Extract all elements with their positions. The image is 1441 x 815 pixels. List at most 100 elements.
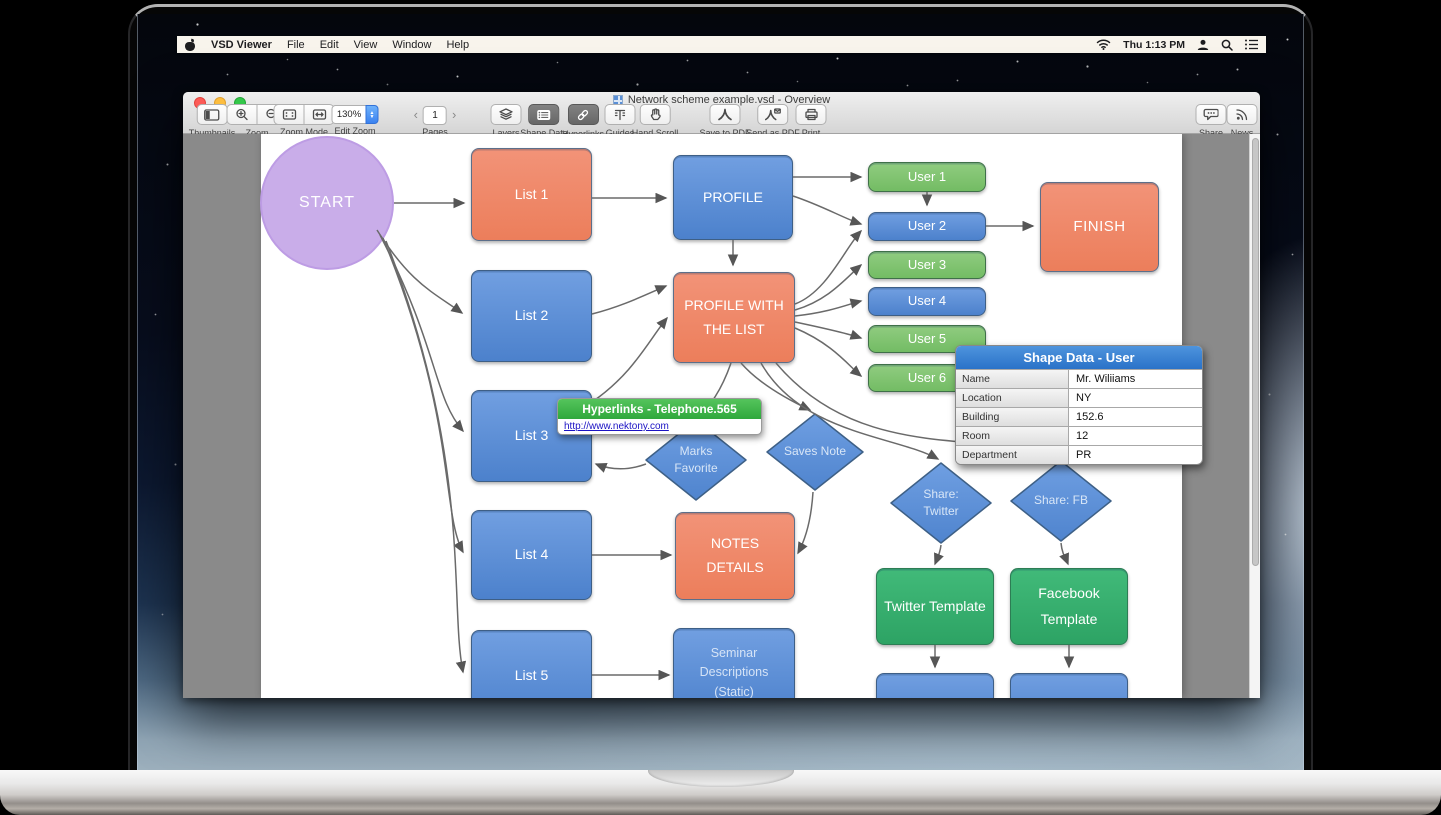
shape-list5[interactable]: List 5 [471,630,592,698]
shape-profile[interactable]: PROFILE [673,155,793,240]
shape-list2[interactable]: List 2 [471,270,592,362]
menu-help[interactable]: Help [446,38,470,51]
toolbar-group-hand-scroll: Hand Scroll [631,104,679,138]
hyperlinks-popup-title: Hyperlinks - Telephone.565 [558,399,761,419]
toolbar-group-layers: Layers [490,104,522,138]
shape-data-popup: Shape Data - User Name Mr. Wiliiams Loca… [955,345,1203,465]
shape-facebook-template[interactable]: Facebook Template [1010,568,1128,645]
shape-twitter-output[interactable] [876,673,994,698]
shape-data-row: Room 12 [956,426,1202,445]
shape-data-button[interactable] [528,104,560,125]
shape-user2[interactable]: User 2 [868,212,986,241]
zoom-mode-label: Zoom Mode [279,127,329,137]
layers-button[interactable] [490,104,522,125]
shape-profile-with-list[interactable]: PROFILE WITH THE LIST [673,272,795,363]
hyperlinks-label: Hyperlinks [562,129,604,139]
shape-data-row: Name Mr. Wiliiams [956,369,1202,388]
menu-edit[interactable]: Edit [319,38,339,51]
page-number-value: 1 [423,105,447,125]
laptop-lid-notch [648,770,794,787]
share-label: Share [1198,128,1224,138]
send-as-pdf-label: Send as PDF [746,128,800,138]
share-button[interactable] [1195,104,1227,125]
toolbar-group-send-pdf: Send as PDF [746,104,800,138]
menu-clock[interactable]: Thu 1:13 PM [1123,38,1185,51]
print-button[interactable] [795,104,827,125]
hand-scroll-label: Hand Scroll [631,128,679,138]
toolbar-group-guides: Guides [604,104,636,138]
shape-data-popup-title: Shape Data - User [956,346,1202,369]
hand-scroll-button[interactable] [639,104,671,125]
diagram-page: START List 1 List 2 List 3 List 4 List 5… [260,134,1203,698]
news-button[interactable] [1226,104,1258,125]
zoom-in-button[interactable] [226,104,258,125]
shape-data-row: Department PR [956,445,1202,464]
vsd-viewer-window: Network scheme example.vsd - Overview Th… [183,92,1260,698]
vertical-scrollbar[interactable] [1249,134,1260,698]
shape-user1[interactable]: User 1 [868,162,986,192]
shape-notes-details[interactable]: NOTES DETAILS [675,512,795,600]
guides-button[interactable] [604,104,636,125]
shape-user4[interactable]: User 4 [868,287,986,316]
shape-twitter-template[interactable]: Twitter Template [876,568,994,645]
chevron-updown-icon: ▲▼ [365,105,379,124]
wifi-icon[interactable] [1096,39,1111,50]
toolbar-group-shape-data: Shape Data [520,104,568,138]
spotlight-search-icon[interactable] [1221,39,1233,51]
menu-view[interactable]: View [353,38,378,51]
zoom-level-value: 130% [331,105,366,124]
toolbar-group-zoom-mode: Zoom Mode [273,104,335,137]
toolbar-group-hyperlinks: Hyperlinks [562,104,604,139]
toolbar-group-save-pdf: Save to PDF [699,104,751,138]
notification-center-icon[interactable] [1245,39,1258,50]
shape-saves-note[interactable]: Saves Note [765,412,865,492]
shape-data-row: Building 152.6 [956,407,1202,426]
shape-share-twitter[interactable]: Share: Twitter [889,461,993,545]
news-label: News [1230,128,1254,138]
hyperlinks-popup: Hyperlinks - Telephone.565 http://www.ne… [557,398,762,435]
shape-start[interactable]: START [260,136,394,270]
toolbar-group-pages: ‹ 1 › Pages [409,104,462,137]
hyperlink-url[interactable]: http://www.nektony.com [564,421,669,432]
shape-user3[interactable]: User 3 [868,251,986,279]
thumbnails-button[interactable] [196,104,228,125]
save-to-pdf-label: Save to PDF [699,128,751,138]
toolbar-group-news: News [1226,104,1258,138]
app-menu-name[interactable]: VSD Viewer [211,38,272,51]
print-label: Print [801,128,821,138]
window-title: Network scheme example.vsd - Overview [627,94,831,106]
zoom-fit-width-button[interactable] [303,104,335,125]
menu-bar: VSD Viewer File Edit View Window Help Th… [177,36,1266,53]
shape-finish[interactable]: FINISH [1040,182,1159,272]
scrollbar-thumb[interactable] [1251,138,1259,566]
user-icon[interactable] [1197,39,1209,51]
window-toolbar: Network scheme example.vsd - Overview Th… [183,92,1260,139]
toolbar-group-share: Share [1195,104,1227,138]
send-as-pdf-button[interactable] [757,104,789,125]
shape-list4[interactable]: List 4 [471,510,592,600]
edit-zoom-label: Edit Zoom [334,126,376,136]
next-page-button[interactable]: › [452,107,457,122]
menu-file[interactable]: File [286,38,305,51]
shape-share-fb[interactable]: Share: FB [1009,459,1113,543]
window-title-row: Network scheme example.vsd - Overview [183,94,1260,106]
guides-label: Guides [605,128,635,138]
layers-label: Layers [492,128,520,138]
drawing-canvas[interactable]: START List 1 List 2 List 3 List 4 List 5… [183,134,1260,698]
toolbar-group-print: Print [795,104,827,138]
hyperlinks-button[interactable] [567,104,599,125]
shape-facebook-output[interactable] [1010,673,1128,698]
menu-window[interactable]: Window [392,38,432,51]
shape-marks-favorite[interactable]: Marks Favorite [644,418,748,502]
toolbar-group-edit-zoom: 130% ▲▼ Edit Zoom [331,104,379,136]
apple-menu-icon[interactable] [185,39,196,51]
thumbnails-label: Thumbnails [188,127,236,138]
pages-label: Pages [422,127,448,137]
zoom-fit-page-button[interactable] [273,104,305,125]
save-to-pdf-button[interactable] [709,104,741,125]
previous-page-button[interactable]: ‹ [413,107,418,122]
wallpaper-stars [137,14,138,15]
shape-list1[interactable]: List 1 [471,148,592,241]
shape-seminar-descriptions[interactable]: Seminar Descriptions (Static) [673,628,795,698]
zoom-level-select[interactable]: 130% ▲▼ [331,105,379,124]
